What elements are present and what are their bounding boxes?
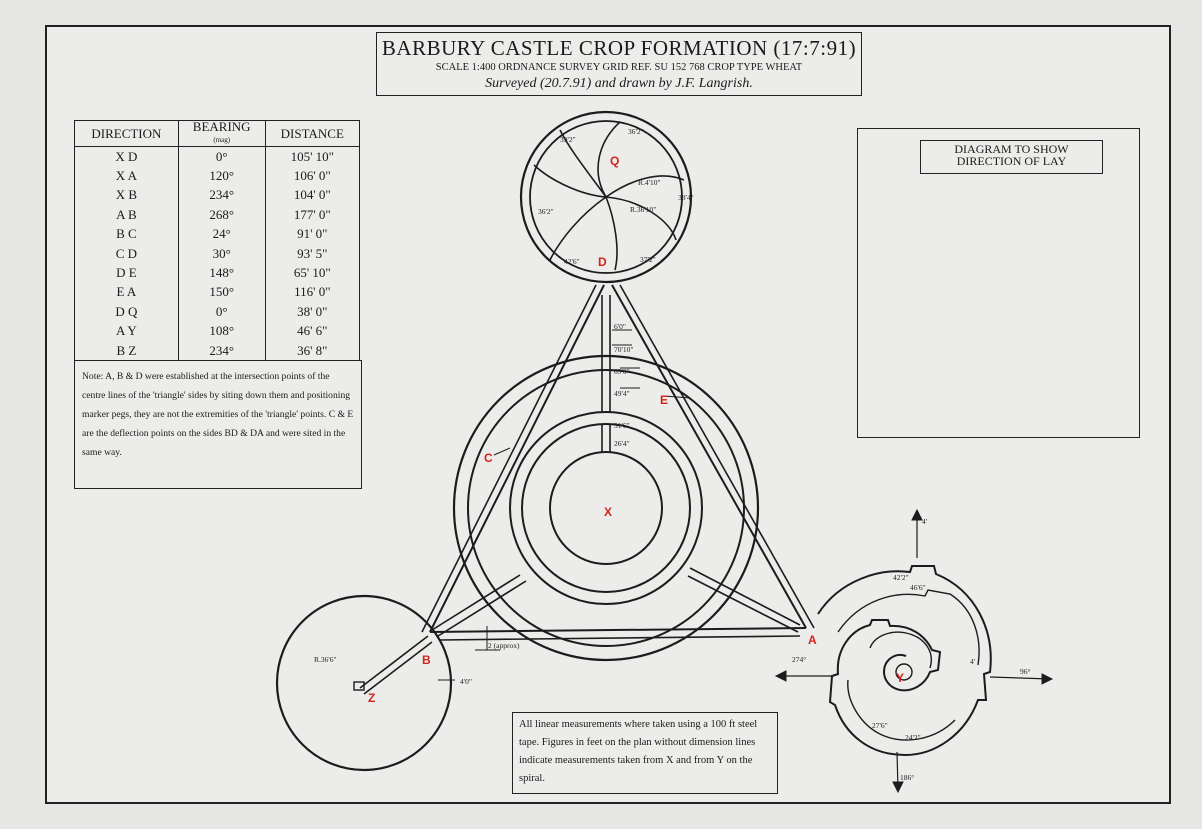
point-c-label: C: [484, 451, 493, 465]
q-circle-inner: [529, 120, 683, 274]
point-b-label: B: [422, 653, 431, 667]
measure-31ft: 31'6": [614, 421, 630, 430]
point-x-label: X: [604, 505, 612, 519]
measure-z-radius: R.36'6": [314, 655, 337, 664]
measure-q-r2: R.36'10": [630, 205, 656, 214]
measure-q-36a: 36'2": [628, 127, 644, 136]
tape-note-box: All linear measurements where taken usin…: [512, 712, 778, 794]
point-y-label: Y: [896, 671, 904, 685]
measure-q-38: 38'4": [678, 193, 694, 202]
measure-q-36b: 36'2": [538, 207, 554, 216]
point-a-label: A: [808, 633, 817, 647]
title-sub: SCALE 1:400 ORDNANCE SURVEY GRID REF. SU…: [435, 62, 803, 73]
measure-tri-2: 2 (approx): [488, 641, 520, 650]
direction-of-lay-title: DIAGRAM TO SHOW DIRECTION OF LAY: [920, 140, 1103, 174]
header-distance: DISTANCE: [264, 120, 361, 147]
measure-y-46: 46'6": [910, 583, 926, 592]
measure-26ft: 26'4": [614, 439, 630, 448]
measure-q-37: 37'2": [640, 255, 656, 264]
outer-ring-inner: [467, 369, 745, 647]
measure-y-4b: 4': [970, 657, 976, 666]
inner-circle: [549, 451, 663, 565]
measure-y-24: 24'2": [905, 733, 921, 742]
measure-q-42: 42'6": [564, 257, 580, 266]
measure-y-27: 27'6": [872, 721, 888, 730]
title-main: BARBURY CASTLE CROP FORMATION (17:7:91): [381, 36, 857, 60]
point-d-label: D: [598, 255, 607, 269]
y-spiral: [817, 565, 992, 757]
title-block: BARBURY CASTLE CROP FORMATION (17:7:91) …: [376, 32, 862, 96]
point-e-label: E: [660, 393, 668, 407]
note-box: Note: A, B & D were established at the i…: [74, 360, 362, 489]
middle-ring-outer: [509, 411, 703, 605]
measure-70ft: 70'10": [614, 345, 633, 354]
measure-6ft: 6'0": [614, 322, 626, 331]
measure-y-42: 42'2": [893, 573, 909, 582]
direction-of-lay-box: [857, 128, 1140, 438]
measure-y-4a: 4': [922, 517, 928, 526]
bearing-186: 186°: [900, 773, 914, 782]
measure-q-r1: R.4'10": [638, 178, 661, 187]
q-circle-outer: [519, 110, 693, 284]
measure-z-4: 4'0": [460, 677, 472, 686]
triangle-side-ab: [429, 627, 807, 633]
z-circle: [275, 594, 453, 772]
bearing-274: 274°: [792, 655, 806, 664]
middle-ring-inner: [521, 423, 691, 593]
header-bearing: BEARING (mag): [177, 120, 266, 147]
measure-q-39: 39'2": [560, 135, 576, 144]
bearing-96: 96°: [1020, 667, 1031, 676]
triangle-side-da: [611, 284, 807, 629]
measure-49ft: 49'4": [614, 389, 630, 398]
measure-65ft: 65'0": [614, 367, 630, 376]
outer-ring-outer: [452, 354, 760, 662]
header-direction: DIRECTION: [74, 120, 179, 147]
title-survey: Surveyed (20.7.91) and drawn by J.F. Lan…: [485, 76, 753, 91]
point-q-label: Q: [610, 154, 619, 168]
point-z-label: Z: [368, 691, 375, 705]
triangle-side-bd: [429, 284, 605, 633]
